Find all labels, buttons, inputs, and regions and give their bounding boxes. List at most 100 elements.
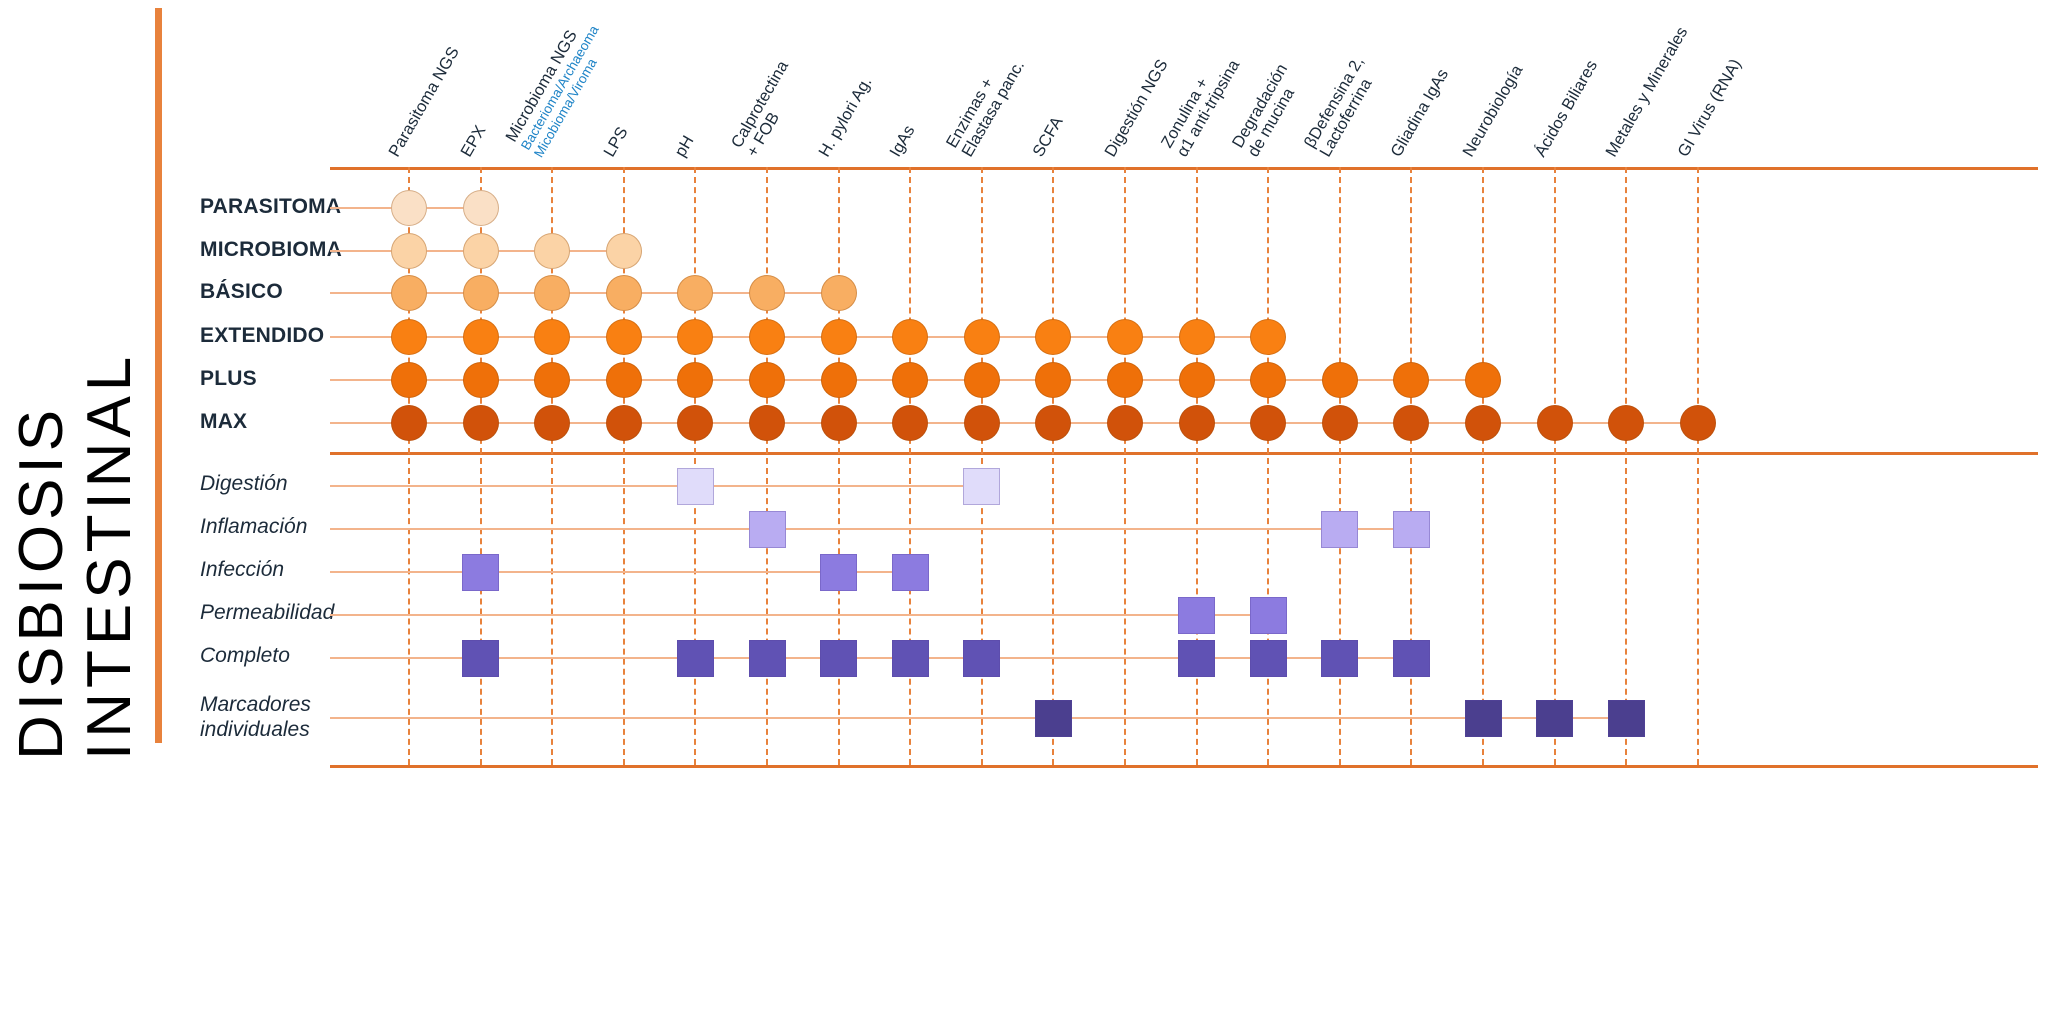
matrix-dot-extendido-igas[interactable] bbox=[892, 319, 929, 355]
matrix-dot-extendido-calprotectina-fob[interactable] bbox=[749, 319, 785, 355]
matrix-square-marcadores-individuales-acidos-biliares[interactable] bbox=[1536, 699, 1574, 737]
matrix-square-marcadores-individuales-neurobiologia[interactable] bbox=[1464, 699, 1502, 737]
column-guide-digestion-ngs bbox=[1124, 167, 1126, 765]
matrix-square-completo-epx[interactable] bbox=[462, 639, 500, 677]
matrix-dot-plus-ph[interactable] bbox=[677, 362, 714, 398]
matrix-dot-max-metales-minerales[interactable] bbox=[1608, 405, 1645, 441]
matrix-dot-max-gliadina-igas[interactable] bbox=[1393, 405, 1430, 441]
matrix-dot-extendido-ph[interactable] bbox=[677, 319, 714, 355]
matrix-square-completo-degradacion-mucina[interactable] bbox=[1249, 639, 1287, 677]
matrix-dot-max-neurobiologia[interactable] bbox=[1465, 405, 1501, 441]
column-header-label: IgAs bbox=[886, 122, 919, 160]
matrix-dot-parasitoma-epx[interactable] bbox=[462, 190, 499, 226]
matrix-dot-basico-parasitoma-ngs[interactable] bbox=[391, 275, 427, 311]
matrix-dot-max-ph[interactable] bbox=[677, 405, 714, 441]
matrix-dot-max-digestion-ngs[interactable] bbox=[1107, 405, 1143, 441]
matrix-dot-max-acidos-biliares[interactable] bbox=[1536, 405, 1573, 441]
column-header-metales-minerales: Metales y Minerales bbox=[1603, 24, 1692, 160]
rule-bottom bbox=[330, 765, 2038, 768]
matrix-dot-plus-parasitoma-ngs[interactable] bbox=[391, 362, 427, 398]
matrix-dot-parasitoma-parasitoma-ngs[interactable] bbox=[391, 190, 427, 226]
matrix-dot-plus-lps[interactable] bbox=[605, 362, 642, 398]
row-label-microbioma: MICROBIOMA bbox=[200, 238, 342, 261]
matrix-square-completo-h-pylori-ag[interactable] bbox=[820, 639, 858, 677]
column-header-label: SCFA bbox=[1029, 113, 1067, 160]
matrix-dot-plus-microbioma-ngs[interactable] bbox=[534, 362, 571, 398]
matrix-dot-extendido-epx[interactable] bbox=[462, 319, 499, 355]
matrix-square-completo-igas[interactable] bbox=[891, 639, 929, 677]
matrix-dot-plus-digestion-ngs[interactable] bbox=[1107, 362, 1143, 398]
matrix-dot-microbioma-microbioma-ngs[interactable] bbox=[534, 233, 571, 269]
matrix-dot-plus-epx[interactable] bbox=[462, 362, 499, 398]
matrix-dot-extendido-parasitoma-ngs[interactable] bbox=[391, 319, 427, 355]
column-guide-ph bbox=[694, 167, 697, 765]
matrix-dot-max-igas[interactable] bbox=[892, 405, 929, 441]
matrix-dot-extendido-scfa[interactable] bbox=[1035, 319, 1072, 355]
matrix-dot-max-h-pylori-ag[interactable] bbox=[820, 405, 857, 441]
matrix-square-permeabilidad-degradacion-mucina[interactable] bbox=[1249, 596, 1287, 634]
matrix-square-marcadores-individuales-scfa[interactable] bbox=[1034, 699, 1072, 737]
matrix-square-completo-bdefensina-lactoferrina[interactable] bbox=[1321, 639, 1359, 677]
matrix-dot-max-gi-virus-rna[interactable] bbox=[1679, 405, 1716, 441]
matrix-square-marcadores-individuales-metales-minerales[interactable] bbox=[1607, 699, 1645, 737]
matrix-dot-basico-ph[interactable] bbox=[677, 275, 714, 311]
matrix-dot-basico-microbioma-ngs[interactable] bbox=[534, 275, 571, 311]
matrix-square-completo-enzimas-elastasa[interactable] bbox=[963, 639, 1001, 677]
matrix-dot-max-bdefensina-lactoferrina[interactable] bbox=[1321, 405, 1358, 441]
matrix-dot-max-parasitoma-ngs[interactable] bbox=[391, 405, 427, 441]
matrix-square-digestion-ph[interactable] bbox=[676, 467, 714, 505]
matrix-dot-extendido-lps[interactable] bbox=[605, 319, 642, 355]
matrix-dot-plus-bdefensina-lactoferrina[interactable] bbox=[1321, 362, 1358, 398]
matrix-square-permeabilidad-zonulina-a1[interactable] bbox=[1178, 596, 1216, 634]
matrix-dot-max-degradacion-mucina[interactable] bbox=[1250, 405, 1287, 441]
matrix-dot-extendido-h-pylori-ag[interactable] bbox=[820, 319, 857, 355]
matrix-dot-basico-epx[interactable] bbox=[462, 275, 499, 311]
matrix-dot-extendido-microbioma-ngs[interactable] bbox=[534, 319, 571, 355]
matrix-dot-basico-calprotectina-fob[interactable] bbox=[749, 275, 785, 311]
row-label-max: MAX bbox=[200, 410, 248, 433]
matrix-square-completo-ph[interactable] bbox=[676, 639, 714, 677]
matrix-square-inflamacion-bdefensina-lactoferrina[interactable] bbox=[1321, 510, 1359, 548]
matrix-dot-plus-calprotectina-fob[interactable] bbox=[749, 362, 785, 398]
matrix-dot-max-microbioma-ngs[interactable] bbox=[534, 405, 571, 441]
matrix-square-inflamacion-gliadina-igas[interactable] bbox=[1392, 510, 1430, 548]
row-connector-max bbox=[330, 422, 1698, 424]
matrix-dot-max-epx[interactable] bbox=[462, 405, 499, 441]
matrix-dot-plus-zonulina-a1[interactable] bbox=[1178, 362, 1215, 398]
matrix-dot-extendido-digestion-ngs[interactable] bbox=[1107, 319, 1143, 355]
matrix-dot-plus-gliadina-igas[interactable] bbox=[1393, 362, 1430, 398]
matrix-square-infeccion-h-pylori-ag[interactable] bbox=[820, 553, 858, 591]
matrix-dot-max-zonulina-a1[interactable] bbox=[1178, 405, 1215, 441]
matrix-dot-max-scfa[interactable] bbox=[1035, 405, 1072, 441]
matrix-square-infeccion-epx[interactable] bbox=[462, 553, 500, 591]
matrix-dot-max-calprotectina-fob[interactable] bbox=[749, 405, 785, 441]
matrix-dot-plus-degradacion-mucina[interactable] bbox=[1250, 362, 1287, 398]
matrix-square-digestion-enzimas-elastasa[interactable] bbox=[963, 467, 1001, 505]
matrix-dot-microbioma-parasitoma-ngs[interactable] bbox=[391, 233, 427, 269]
matrix-dot-microbioma-lps[interactable] bbox=[605, 233, 642, 269]
row-connector-basico bbox=[330, 292, 839, 294]
matrix-dot-basico-h-pylori-ag[interactable] bbox=[820, 275, 857, 311]
matrix-dot-basico-lps[interactable] bbox=[605, 275, 642, 311]
matrix-dot-plus-h-pylori-ag[interactable] bbox=[820, 362, 857, 398]
matrix-dot-extendido-zonulina-a1[interactable] bbox=[1178, 319, 1215, 355]
matrix-dot-microbioma-epx[interactable] bbox=[462, 233, 499, 269]
matrix-dot-plus-neurobiologia[interactable] bbox=[1465, 362, 1501, 398]
matrix-dot-plus-scfa[interactable] bbox=[1035, 362, 1072, 398]
matrix-dot-extendido-enzimas-elastasa[interactable] bbox=[963, 319, 1000, 355]
matrix-dot-plus-enzimas-elastasa[interactable] bbox=[963, 362, 1000, 398]
column-header-label: LPS bbox=[600, 123, 632, 160]
matrix-dot-extendido-degradacion-mucina[interactable] bbox=[1250, 319, 1287, 355]
matrix-square-completo-gliadina-igas[interactable] bbox=[1392, 639, 1430, 677]
matrix-square-inflamacion-calprotectina-fob[interactable] bbox=[748, 510, 786, 548]
matrix-dot-max-enzimas-elastasa[interactable] bbox=[963, 405, 1000, 441]
matrix-dot-plus-igas[interactable] bbox=[892, 362, 929, 398]
matrix-dot-max-lps[interactable] bbox=[605, 405, 642, 441]
matrix-square-completo-zonulina-a1[interactable] bbox=[1178, 639, 1216, 677]
row-label-line2: individuales bbox=[200, 718, 310, 741]
matrix-square-infeccion-igas[interactable] bbox=[891, 553, 929, 591]
matrix-square-completo-calprotectina-fob[interactable] bbox=[748, 639, 786, 677]
row-label-line1: Completo bbox=[200, 644, 290, 667]
